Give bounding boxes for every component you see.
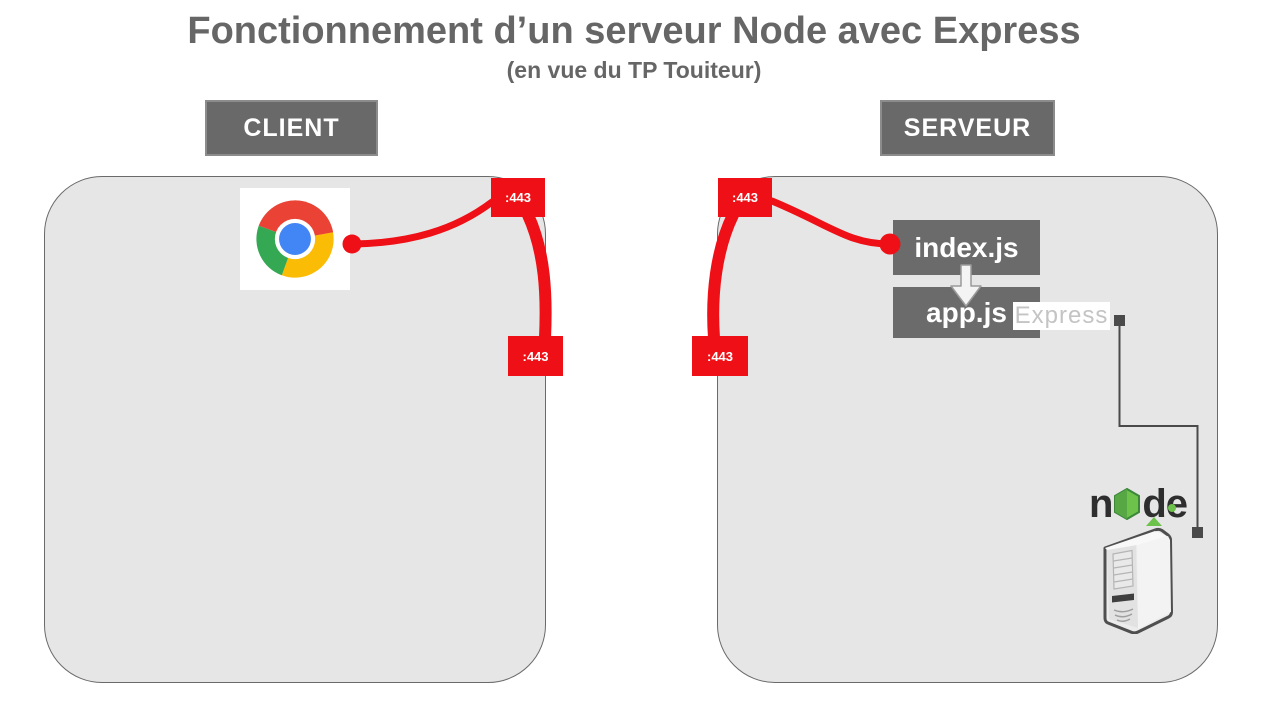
- client-zone-header: CLIENT: [205, 100, 378, 156]
- server-tower-icon: [1103, 527, 1173, 634]
- express-logo-text: Express: [1014, 302, 1109, 329]
- node-logo-n: n: [1088, 482, 1113, 526]
- browser-tile: [240, 188, 350, 290]
- node-e-dot-icon: [1168, 504, 1176, 512]
- client-port-badge-right: :443: [508, 336, 563, 376]
- connector-square-icon: [1114, 315, 1125, 326]
- express-logo: Express: [1013, 302, 1110, 330]
- server-port-badge-left: :443: [692, 336, 748, 376]
- connector-square-icon: [1192, 527, 1203, 538]
- page-subtitle: (en vue du TP Touiteur): [506, 57, 762, 83]
- client-port-badge-top: :443: [491, 178, 545, 217]
- client-zone-label: CLIENT: [243, 113, 340, 142]
- node-hexagon-icon: [1114, 488, 1141, 520]
- page-title: Fonctionnement d’un serveur Node avec Ex…: [187, 10, 1081, 52]
- server-zone-label: SERVEUR: [903, 113, 1032, 142]
- server-zone-header: SERVEUR: [880, 100, 1055, 156]
- chrome-icon: [256, 200, 334, 278]
- down-arrow-icon: [950, 264, 982, 307]
- index-js-label: index.js: [914, 231, 1019, 263]
- node-logo-de: de: [1142, 482, 1188, 526]
- server-port-badge-top: :443: [718, 178, 772, 217]
- node-logo: n de: [1084, 482, 1192, 526]
